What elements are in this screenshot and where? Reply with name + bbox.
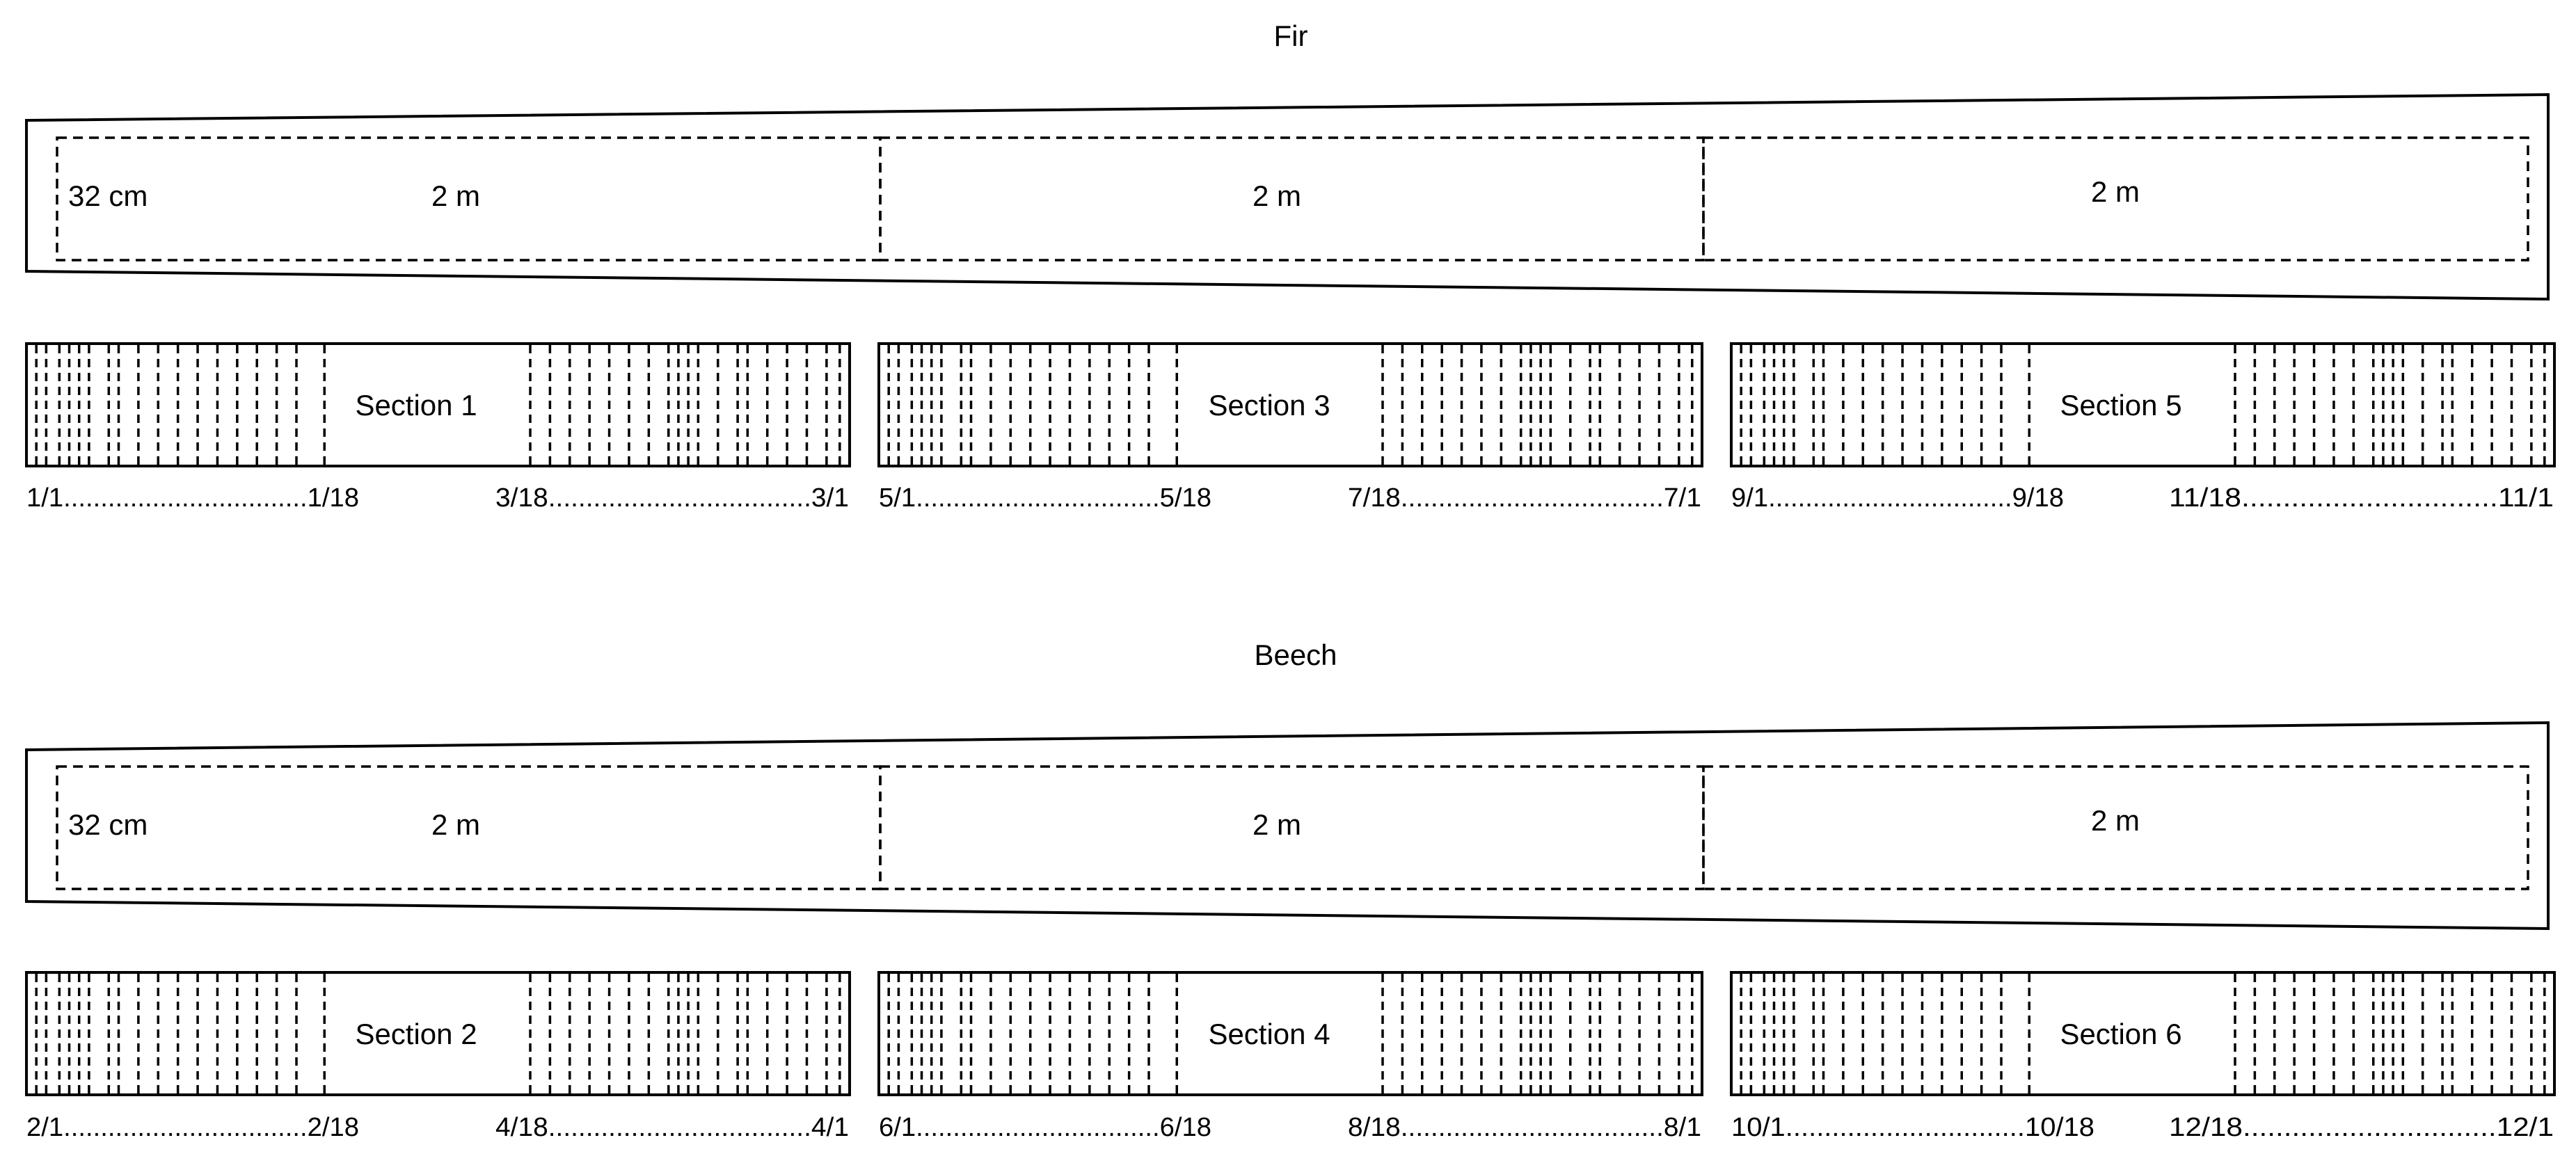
fir-segment-label-1: 2 m bbox=[431, 179, 480, 212]
sample-range-label: 7/18...................................7… bbox=[1348, 483, 1701, 513]
beech-segment-label-2: 2 m bbox=[1253, 808, 1301, 841]
sample-range-label: 8/18...................................8… bbox=[1348, 1113, 1701, 1142]
sample-range-label: 2/1.................................2/18 bbox=[26, 1113, 359, 1142]
section-strip-outline bbox=[877, 971, 1703, 1096]
beech-segment-label-1: 2 m bbox=[431, 808, 480, 841]
sample-range-label: 1/1.................................1/18 bbox=[26, 483, 359, 513]
section-label: Section 4 bbox=[1208, 1018, 1330, 1050]
section-strip-outline bbox=[877, 342, 1703, 467]
fir-segment-label-2: 2 m bbox=[1253, 179, 1301, 212]
section-strip: Section 3 bbox=[877, 342, 1703, 467]
section-strip-outline bbox=[1730, 971, 2556, 1096]
sample-range-label: 11/18...............................11/1 bbox=[2169, 483, 2554, 513]
fir-segment-label-3: 2 m bbox=[2091, 175, 2140, 208]
beech-segment-3 bbox=[1702, 765, 2529, 890]
section-label: Section 6 bbox=[2060, 1018, 2181, 1050]
section-label: Section 5 bbox=[2060, 389, 2181, 422]
section-strip-outline bbox=[25, 971, 851, 1096]
section-strip-outline bbox=[25, 342, 851, 467]
beech-title: Beech bbox=[1254, 639, 1337, 671]
section-strip: Section 5 bbox=[1730, 342, 2556, 467]
section-strip: Section 1 bbox=[25, 342, 851, 467]
fir-segment-3 bbox=[1702, 136, 2529, 262]
sample-range-label: 4/18...................................4… bbox=[495, 1113, 849, 1142]
beech-diameter-label: 32 cm bbox=[68, 808, 148, 841]
beech-group: Beech 32 cm 2 m 2 m 2 m Section 2 Sectio… bbox=[25, 639, 2556, 1142]
fir-diameter-label: 32 cm bbox=[68, 179, 148, 212]
fir-title: Fir bbox=[1274, 19, 1308, 52]
beech-segment-label-3: 2 m bbox=[2091, 804, 2140, 837]
sample-range-label: 5/1.................................5/18 bbox=[879, 483, 1211, 513]
section-strip-outline bbox=[1730, 342, 2556, 467]
sample-range-label: 9/1.................................9/18 bbox=[1731, 483, 2064, 513]
sample-range-label: 10/1...............................10/18 bbox=[1731, 1113, 2094, 1142]
section-strip: Section 4 bbox=[877, 971, 1703, 1096]
section-label: Section 2 bbox=[355, 1018, 477, 1050]
beech-log-outline bbox=[25, 721, 2550, 931]
section-strip: Section 6 bbox=[1730, 971, 2556, 1096]
sample-range-label: 12/18...............................12/1 bbox=[2169, 1113, 2554, 1142]
fir-log-outline bbox=[25, 93, 2550, 301]
fir-group: Fir 32 cm 2 m 2 m 2 m Section 1 Section … bbox=[25, 19, 2556, 513]
sample-range-label: 6/1.................................6/18 bbox=[879, 1113, 1211, 1142]
sample-range-label: 3/18...................................3… bbox=[495, 483, 849, 513]
section-label: Section 3 bbox=[1208, 389, 1330, 422]
section-label: Section 1 bbox=[355, 389, 477, 422]
section-strip: Section 2 bbox=[25, 971, 851, 1096]
